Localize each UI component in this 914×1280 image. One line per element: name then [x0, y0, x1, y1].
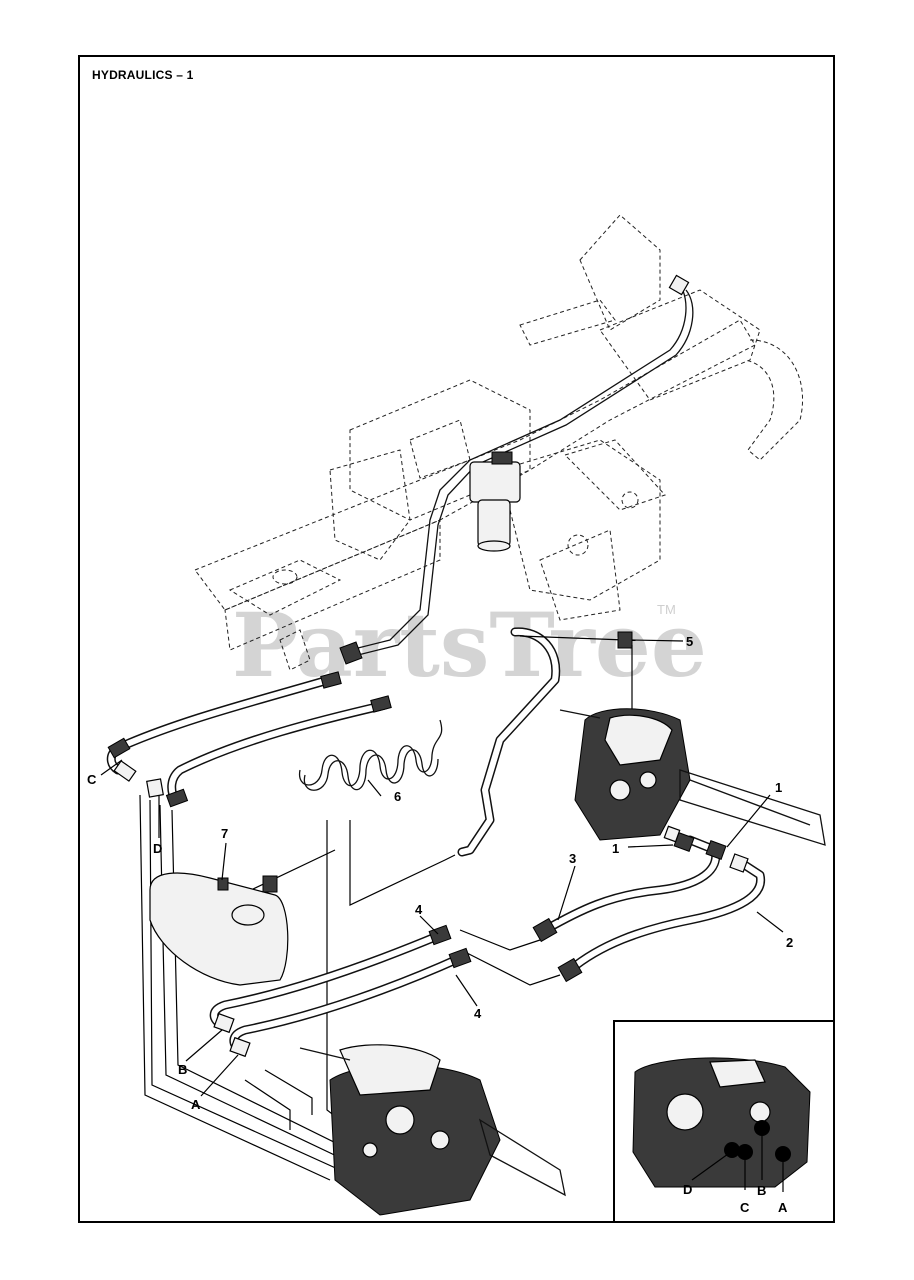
page-title: HYDRAULICS – 1	[92, 68, 194, 82]
callout-4-upper: 4	[415, 902, 423, 917]
transaxle-lower	[299, 1044, 566, 1216]
callout-1-right: 1	[775, 780, 782, 795]
callout-6: 6	[394, 789, 401, 804]
steel-lines	[349, 274, 694, 656]
callout-1-left: 1	[612, 841, 619, 856]
callout-d: D	[153, 841, 162, 856]
transaxle-right	[559, 708, 826, 846]
hoses-c-d	[106, 641, 392, 808]
callout-c: C	[87, 772, 97, 787]
inset-label-b: B	[757, 1183, 766, 1198]
watermark-trademark: TM	[657, 602, 676, 617]
return-line	[457, 627, 633, 857]
port-a	[775, 1146, 791, 1162]
valve-filter-assembly	[469, 451, 521, 552]
callout-2: 2	[786, 935, 793, 950]
callout-a: A	[191, 1097, 201, 1112]
callout-4-lower: 4	[474, 1006, 482, 1021]
coil-hose-guard	[298, 719, 443, 791]
inset-detail: D C B A	[613, 1020, 835, 1223]
diagram-frame	[78, 55, 835, 1223]
hoses-2-3	[532, 825, 766, 983]
inset-label-d: D	[683, 1182, 692, 1197]
inset-label-c: C	[740, 1200, 750, 1215]
port-b	[754, 1120, 770, 1136]
port-c	[737, 1144, 753, 1160]
inset-transaxle: D C B A	[632, 1057, 811, 1215]
routing-lines-4	[459, 929, 561, 986]
leader-lines	[100, 639, 784, 1097]
tractor-frame	[194, 214, 804, 671]
hoses-4	[209, 924, 472, 1058]
inset-label-a: A	[778, 1200, 788, 1215]
callout-3: 3	[569, 851, 576, 866]
callout-b: B	[178, 1062, 187, 1077]
watermark-text: PartsTree	[232, 593, 707, 697]
callout-7: 7	[221, 826, 228, 841]
callout-5: 5	[686, 634, 693, 649]
reservoir-tank	[149, 872, 289, 986]
